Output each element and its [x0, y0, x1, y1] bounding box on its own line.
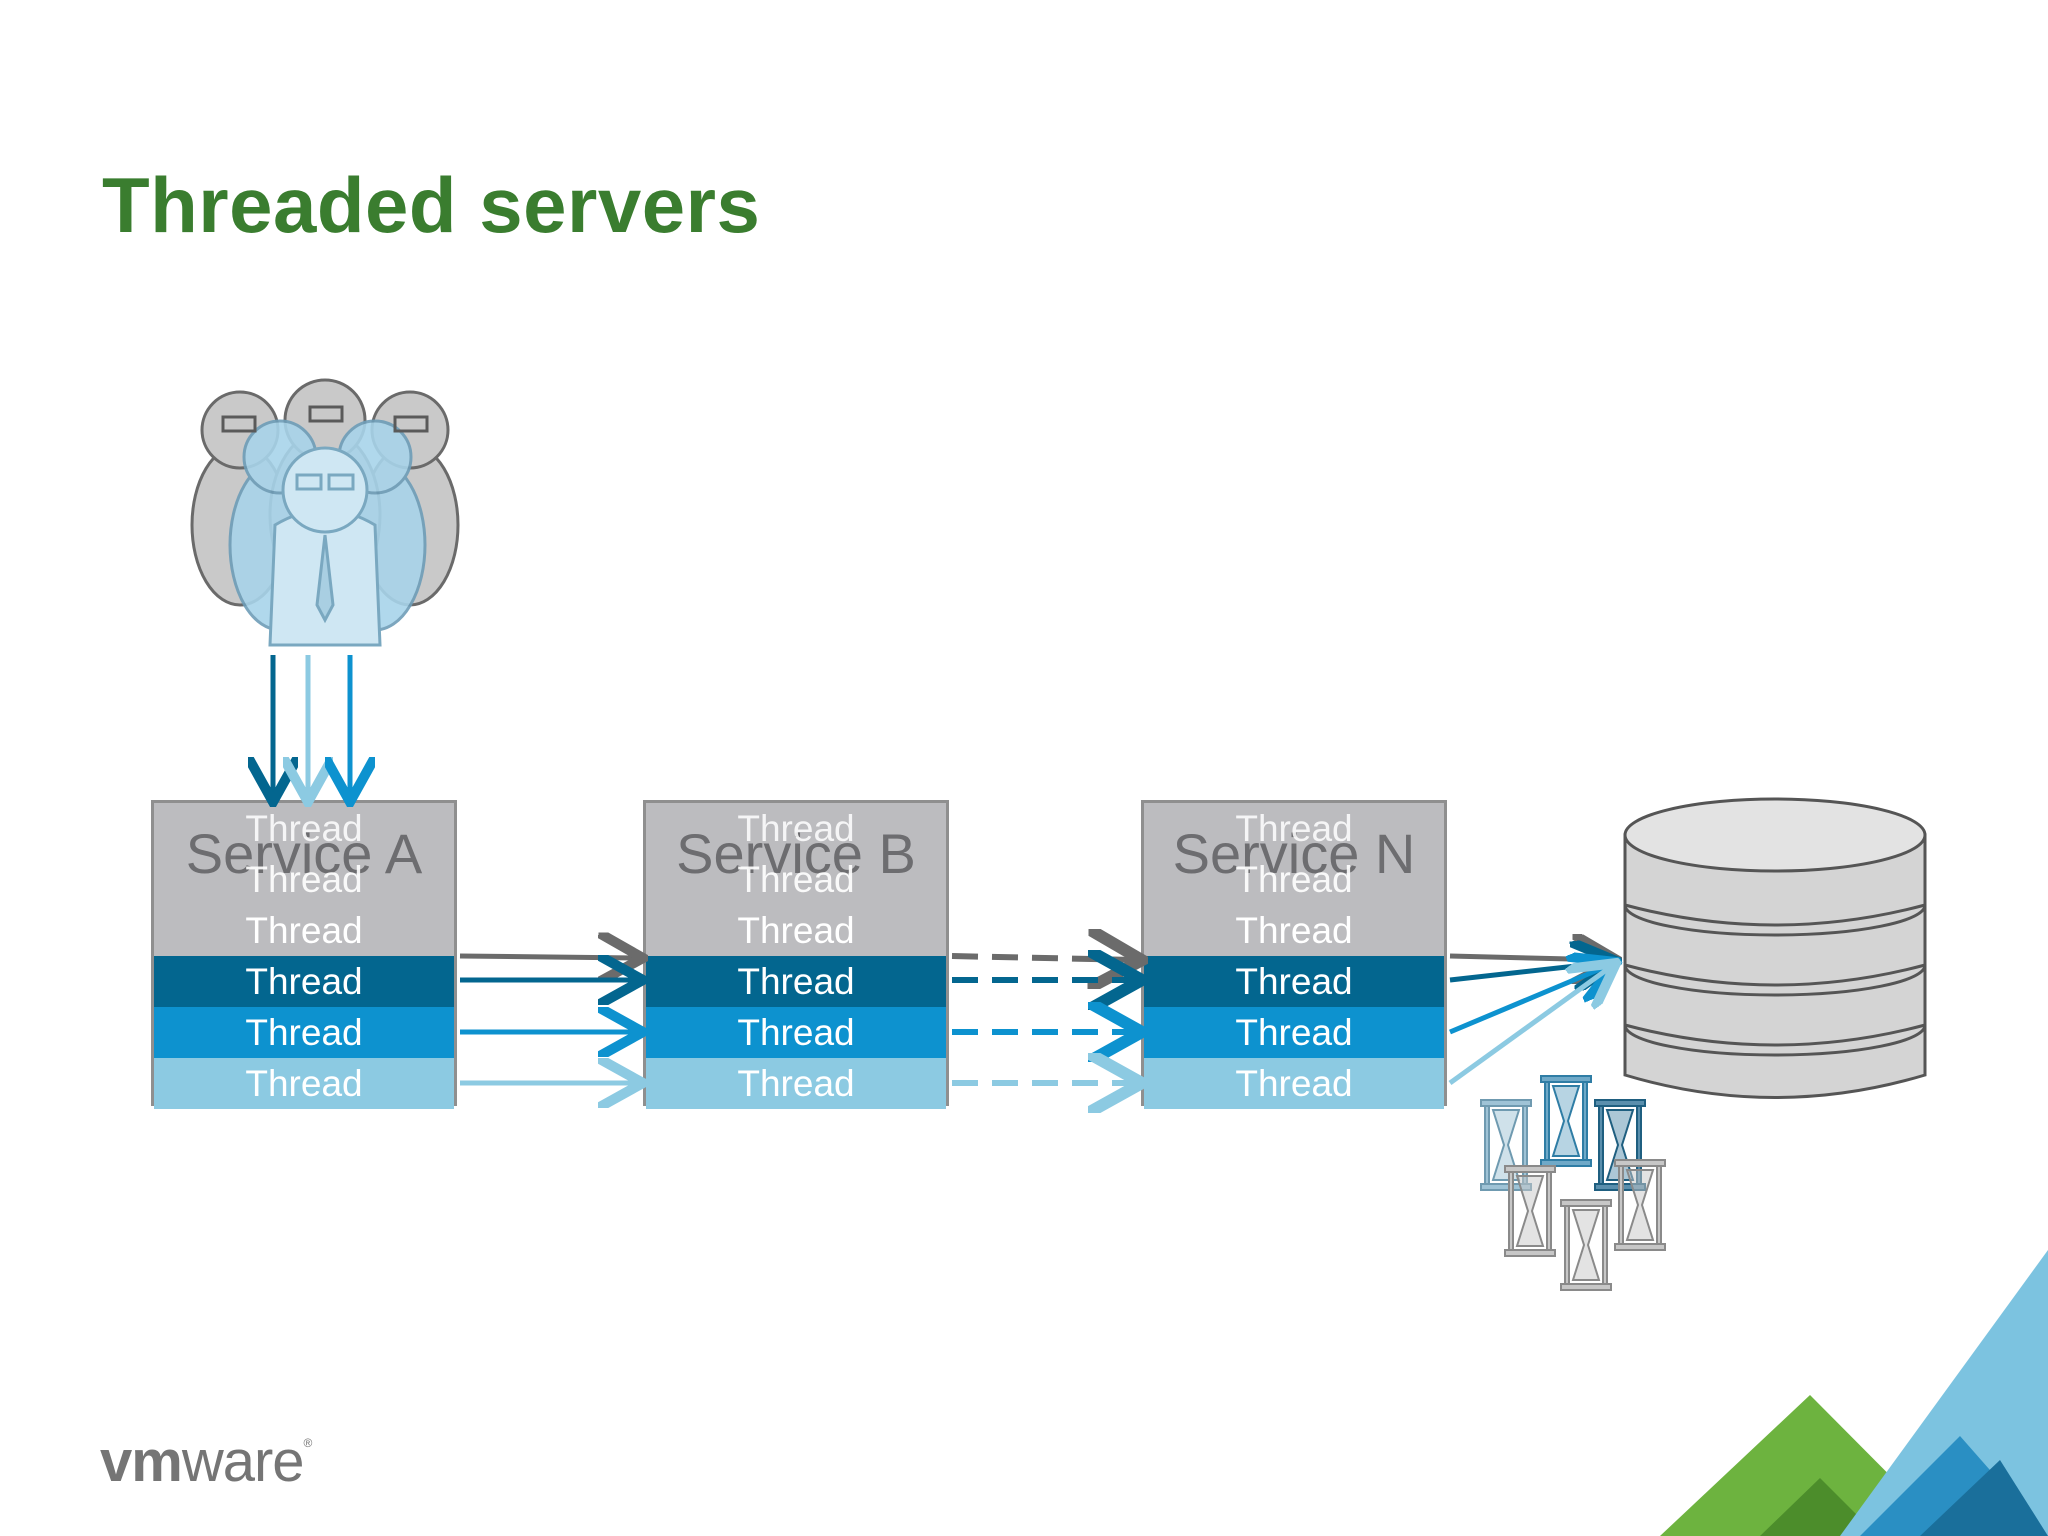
thread-slot-active: Thread: [1144, 956, 1444, 1007]
logo-text-bold: vm: [100, 1429, 183, 1494]
thread-slot-active: Thread: [646, 1007, 946, 1058]
thread-slot: Thread: [737, 910, 855, 951]
corner-triangles: [1660, 1250, 2048, 1536]
service-box-a: Service A Thread Thread Thread Thread Th…: [151, 800, 457, 1109]
service-label: Service N: [1172, 822, 1416, 885]
service-label: Service A: [185, 822, 423, 885]
users-group-icon: [190, 378, 460, 647]
service-box-b: Service B Thread Thread Thread Thread Th…: [643, 800, 949, 1109]
logo-text-light: ware: [181, 1429, 305, 1494]
thread-slot: Thread: [245, 859, 363, 900]
vmware-logo: vmware®: [100, 1428, 313, 1495]
service-label: Service B: [676, 822, 916, 885]
thread-slot: Thread: [245, 808, 363, 849]
thread-slot-active: Thread: [154, 1058, 454, 1109]
thread-slot: Thread: [245, 910, 363, 951]
thread-slot-active: Thread: [154, 956, 454, 1007]
thread-slot-active: Thread: [1144, 1058, 1444, 1109]
thread-slot: Thread: [737, 808, 855, 849]
thread-slot-active: Thread: [646, 1058, 946, 1109]
thread-slot: Thread: [1235, 808, 1353, 849]
thread-slot-active: Thread: [646, 956, 946, 1007]
slide-title: Threaded servers: [102, 161, 761, 249]
thread-slot-active: Thread: [154, 1007, 454, 1058]
database-icon: [1623, 797, 1927, 1099]
logo-registered-mark: ®: [303, 1436, 313, 1450]
thread-slot-active: Thread: [1144, 1007, 1444, 1058]
thread-slot: Thread: [1235, 910, 1353, 951]
thread-slot: Thread: [737, 859, 855, 900]
thread-slot: Thread: [1235, 859, 1353, 900]
service-box-n: Service N Thread Thread Thread Thread Th…: [1141, 800, 1447, 1109]
